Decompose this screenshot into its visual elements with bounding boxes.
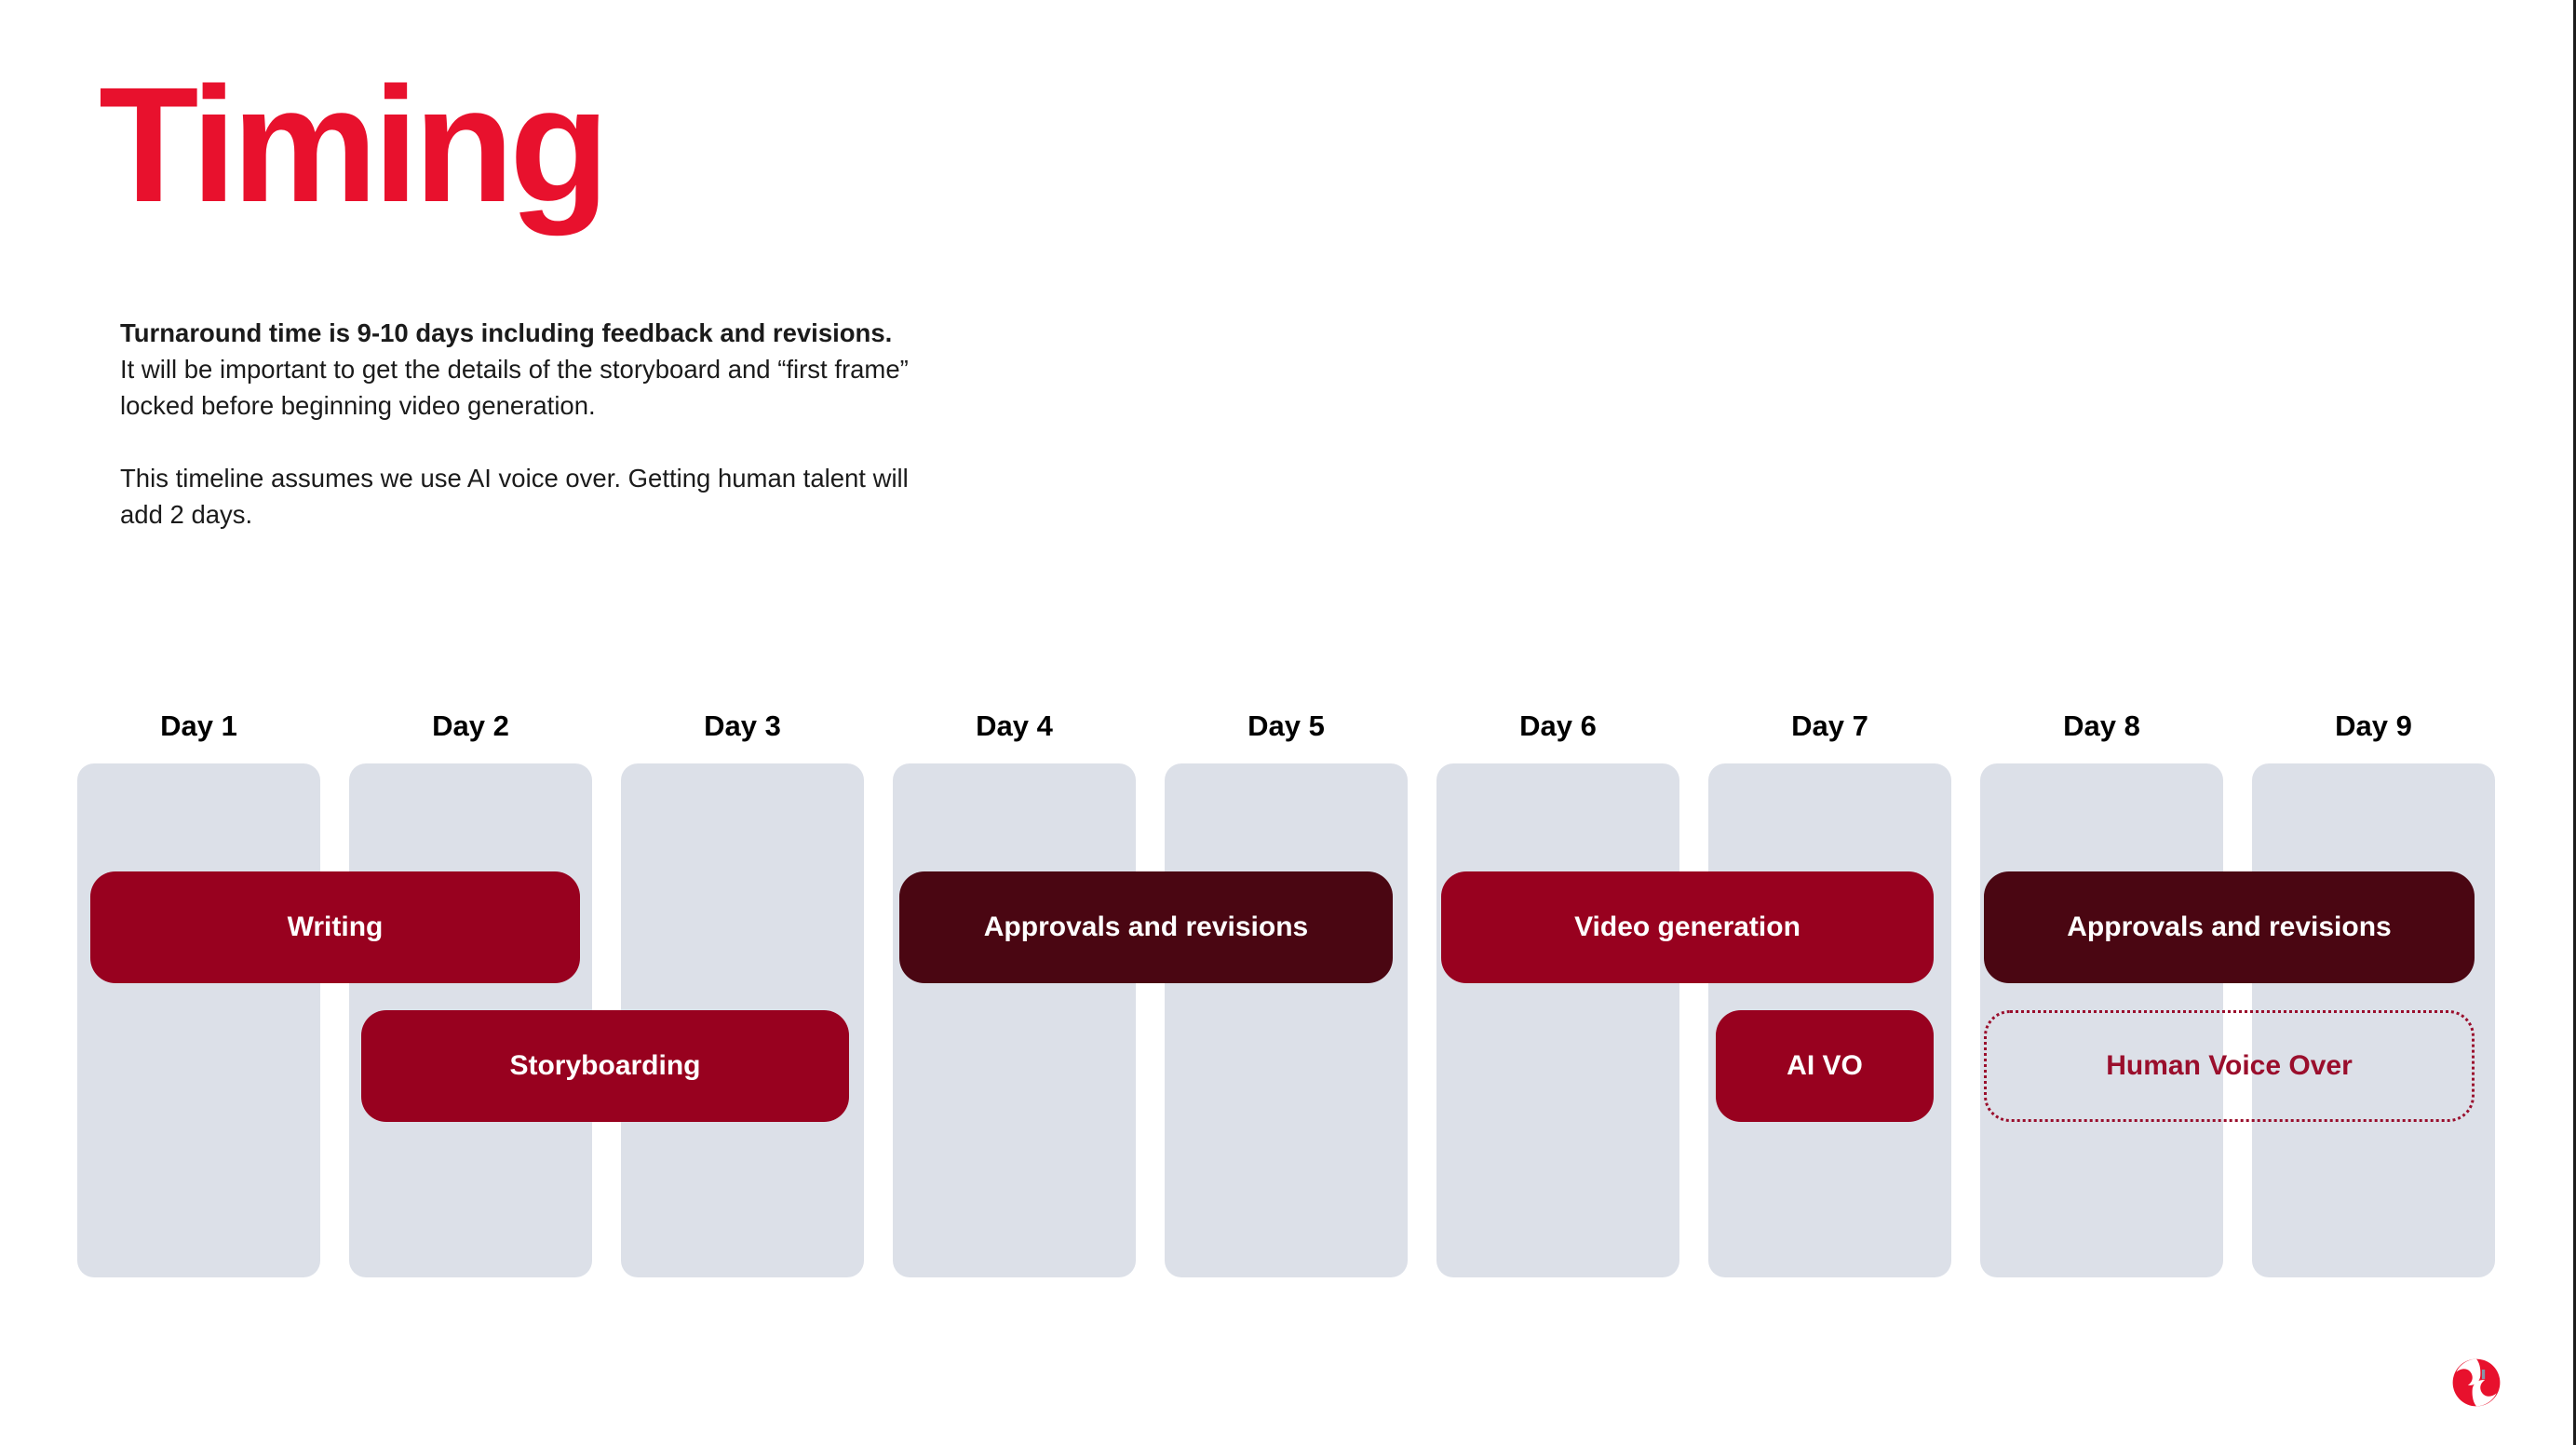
- day-cell: Day 5: [1165, 706, 1408, 1277]
- day-column: [77, 763, 320, 1277]
- day-label: Day 4: [976, 709, 1053, 742]
- day-column: [893, 763, 1136, 1277]
- task-bar-storyboarding: Storyboarding: [361, 1010, 849, 1122]
- day-cell: Day 3: [621, 706, 864, 1277]
- timeline: Day 1 Day 2 Day 3 Day 4 Day 5 Day 6 Day …: [77, 706, 2495, 1277]
- day-cell: Day 2: [349, 706, 592, 1277]
- day-label: Day 8: [2063, 709, 2140, 742]
- s-flame-logo-icon: [2451, 1357, 2502, 1408]
- day-column: [1165, 763, 1408, 1277]
- day-cell: Day 1: [77, 706, 320, 1277]
- task-bar-approvals-revisions-1: Approvals and revisions: [899, 871, 1393, 983]
- slide-right-edge: [2573, 0, 2576, 1445]
- task-bar-video-generation: Video generation: [1441, 871, 1934, 983]
- day-label: Day 9: [2335, 709, 2412, 742]
- task-bar-ai-vo: AI VO: [1716, 1010, 1934, 1122]
- intro-line-bold: Turnaround time is 9-10 days including f…: [120, 318, 893, 347]
- day-cell: Day 9: [2252, 706, 2495, 1277]
- page-title: Timing: [99, 54, 610, 236]
- day-cell: Day 7: [1708, 706, 1951, 1277]
- day-column: [1436, 763, 1679, 1277]
- day-cell: Day 6: [1436, 706, 1679, 1277]
- day-cell: Day 4: [893, 706, 1136, 1277]
- day-label: Day 3: [704, 709, 781, 742]
- day-column: [1980, 763, 2223, 1277]
- task-bar-writing: Writing: [90, 871, 580, 983]
- intro-line: add 2 days.: [120, 500, 253, 529]
- day-label: Day 1: [160, 709, 237, 742]
- day-label: Day 2: [432, 709, 509, 742]
- task-bar-human-voice-over: Human Voice Over: [1984, 1010, 2475, 1122]
- intro-line: locked before beginning video generation…: [120, 391, 596, 420]
- intro-line: This timeline assumes we use AI voice ov…: [120, 464, 909, 493]
- task-bar-approvals-revisions-2: Approvals and revisions: [1984, 871, 2475, 983]
- cursor-artifact: [2481, 1369, 2486, 1380]
- day-label: Day 5: [1248, 709, 1325, 742]
- day-cell: Day 8: [1980, 706, 2223, 1277]
- intro-text-block: Turnaround time is 9-10 days including f…: [120, 315, 909, 533]
- day-label: Day 7: [1791, 709, 1868, 742]
- intro-line: It will be important to get the details …: [120, 355, 909, 384]
- day-label: Day 6: [1519, 709, 1597, 742]
